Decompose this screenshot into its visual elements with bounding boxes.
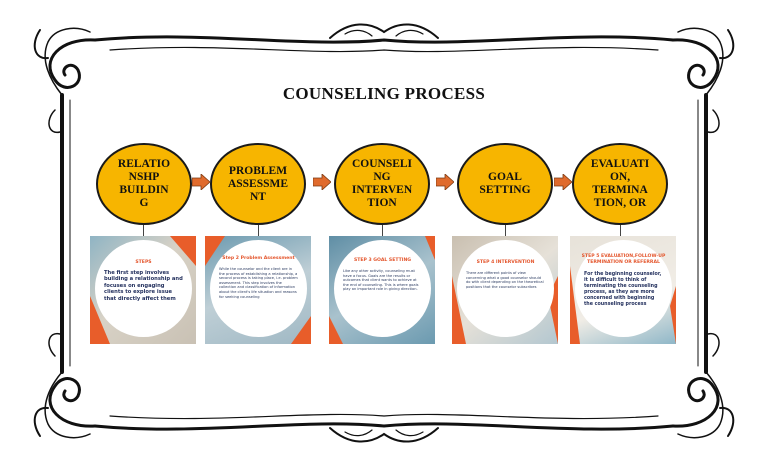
step-4-card-text: There are different points of view conce…	[466, 271, 544, 289]
card-background-shapes	[90, 236, 196, 344]
step-1-card: STEPS The first step involves building a…	[90, 236, 196, 344]
step-1-card-text: The first step involves building a relat…	[104, 270, 183, 302]
step-3-oval: COUNSELI NG INTERVEN TION	[334, 143, 430, 225]
step-4-oval: GOAL SETTING	[457, 143, 553, 225]
arrow-right-icon	[554, 174, 572, 190]
card-background-shapes	[570, 266, 676, 344]
step-2-card: Step 2 Problem Assessment While the coun…	[205, 236, 311, 344]
connector-line	[382, 225, 383, 237]
page-title: COUNSELING PROCESS	[282, 84, 486, 103]
arrow-right-icon	[436, 174, 454, 190]
connector-line	[620, 225, 621, 237]
card-background-shapes	[205, 236, 311, 344]
step-1-oval: RELATIO NSHP BUILDIN G	[96, 143, 192, 225]
card-background-shapes	[329, 236, 435, 344]
step-1-card-title: STEPS	[135, 260, 152, 265]
connector-line	[258, 225, 259, 237]
step-2-oval: PROBLEM ASSESSME NT	[210, 143, 306, 225]
step-5-label: EVALUATI ON, TERMINA TION, OR	[590, 158, 650, 209]
connector-line	[143, 225, 144, 237]
step-3-card: STEP 3 GOAL SETTING Like any other activ…	[329, 236, 435, 344]
step-2-card-text: While the counselor and the client are i…	[219, 267, 298, 299]
step-4-card: STEP 4 INTERVENTION There are different …	[452, 236, 558, 344]
step-5-card-text: For the beginning counselor, it is diffi…	[584, 272, 662, 307]
step-5-card-title: STEP 5 EVALUATION,FOLLOW-UP TERMINATION …	[581, 254, 666, 265]
step-3-card-text: Like any other activity, counseling must…	[343, 269, 419, 292]
step-2-card-title: Step 2 Problem Assessment	[222, 256, 295, 261]
step-2-label: PROBLEM ASSESSME NT	[227, 164, 289, 203]
connector-line	[505, 225, 506, 237]
step-4-label: GOAL SETTING	[479, 171, 531, 196]
step-3-card-title: STEP 3 GOAL SETTING	[353, 258, 412, 263]
arrow-right-icon	[192, 174, 210, 190]
step-1-label: RELATIO NSHP BUILDIN G	[117, 158, 171, 209]
step-3-label: COUNSELI NG INTERVEN TION	[351, 158, 413, 209]
step-4-card-title: STEP 4 INTERVENTION	[476, 260, 535, 265]
step-5-oval: EVALUATI ON, TERMINA TION, OR	[572, 143, 668, 225]
step-5-card: STEP 5 EVALUATION,FOLLOW-UP TERMINATION …	[570, 236, 676, 344]
arrow-right-icon	[313, 174, 331, 190]
